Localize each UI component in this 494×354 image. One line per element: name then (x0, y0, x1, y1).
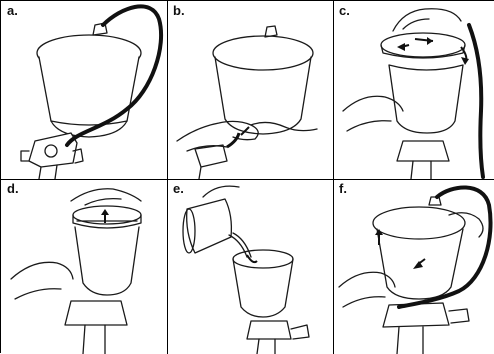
cup-with-hose-connected-icon (1, 1, 167, 179)
step-label-c: c. (339, 3, 350, 18)
panel-c: c. (333, 1, 494, 179)
reattach-lid-and-hose-icon (333, 179, 494, 354)
step-label-b: b. (173, 3, 185, 18)
screw-lid-icon (1, 179, 167, 354)
panel-d: d. (1, 179, 167, 354)
pour-paint-icon (167, 179, 333, 354)
divider-vertical-1 (167, 1, 168, 354)
panel-e: e. (167, 179, 333, 354)
step-label-d: d. (7, 181, 19, 196)
step-label-f: f. (339, 181, 347, 196)
panel-b: b. (167, 1, 333, 179)
divider-vertical-2 (333, 1, 334, 354)
step-label-e: e. (173, 181, 184, 196)
panel-f: f. (333, 179, 494, 354)
divider-horizontal (1, 179, 494, 180)
panel-a: a. (1, 1, 167, 179)
unscrew-cup-icon (333, 1, 494, 179)
disconnect-hose-icon (167, 1, 333, 179)
step-label-a: a. (7, 3, 18, 18)
